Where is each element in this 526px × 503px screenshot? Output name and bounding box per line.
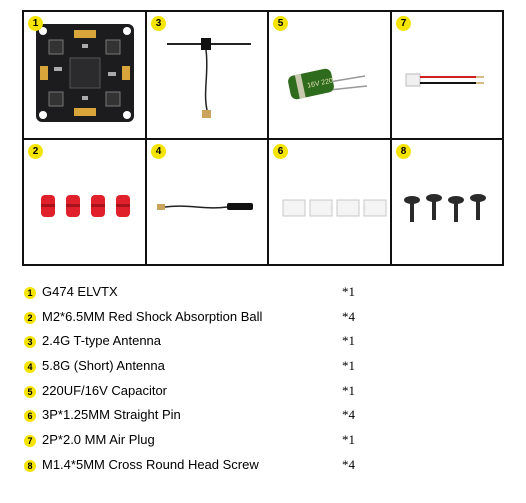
- item-name: 3P*1.25MM Straight Pin: [42, 407, 181, 423]
- list-item: 5 220UF/16V Capacitor *1: [22, 381, 382, 406]
- list-item: 7 2P*2.0 MM Air Plug *1: [22, 430, 382, 455]
- parts-grid: 1 3 5: [22, 10, 504, 266]
- cell-straight-pins: 6: [269, 140, 390, 266]
- badge: 7: [396, 16, 411, 31]
- item-name: M2*6.5MM Red Shock Absorption Ball: [42, 308, 263, 324]
- straight-pins-image: [282, 199, 387, 217]
- screws-image: [404, 194, 486, 222]
- air-plug-image: [405, 73, 484, 87]
- item-name: G474 ELVTX: [42, 284, 118, 299]
- item-name: M1.4*5MM Cross Round Head Screw: [42, 456, 259, 472]
- item-quantity: *1: [342, 382, 355, 398]
- item-number-badge: 6: [24, 410, 36, 423]
- cell-screws: 8: [392, 140, 513, 266]
- badge: 1: [28, 16, 43, 31]
- list-item: 6 3P*1.25MM Straight Pin *4: [22, 405, 382, 430]
- grid-divider: [24, 138, 502, 140]
- capacitor-image: 16V 220: [288, 68, 368, 100]
- item-number-badge: 4: [24, 361, 36, 374]
- badge: 3: [151, 16, 166, 31]
- badge: 6: [273, 144, 288, 159]
- item-number-badge: 8: [24, 459, 36, 472]
- item-number-badge: 1: [24, 287, 36, 299]
- item-name: 220UF/16V Capacitor: [42, 382, 168, 398]
- cell-shock-balls: 2: [24, 140, 145, 266]
- item-quantity: *4: [342, 456, 355, 472]
- badge: 8: [396, 144, 411, 159]
- item-name: 2P*2.0 MM Air Plug: [42, 432, 155, 448]
- item-quantity: *4: [342, 308, 355, 324]
- badge: 4: [151, 144, 166, 159]
- item-number-badge: 2: [24, 311, 36, 324]
- cell-board: 1: [24, 12, 145, 138]
- shock-balls-image: [41, 195, 130, 217]
- cell-air-plug: 7: [392, 12, 513, 138]
- item-number-badge: 5: [24, 385, 36, 398]
- item-quantity: *1: [342, 333, 355, 349]
- item-name: 2.4G T-type Antenna: [42, 333, 162, 349]
- list-item: 2 M2*6.5MM Red Shock Absorption Ball *4: [22, 307, 382, 332]
- badge: 5: [273, 16, 288, 31]
- list-item: 8 M1.4*5MM Cross Round Head Screw *4: [22, 455, 382, 480]
- cell-short-antenna: 4: [147, 140, 268, 266]
- flight-controller-board-image: [36, 24, 134, 122]
- list-item: 4 5.8G (Short) Antenna *1: [22, 356, 382, 381]
- item-name: 5.8G (Short) Antenna: [42, 358, 165, 374]
- list-item: 1 G474 ELVTX *1: [22, 282, 382, 307]
- item-quantity: *1: [342, 432, 355, 448]
- item-quantity: *1: [342, 284, 355, 299]
- item-quantity: *1: [342, 358, 355, 374]
- short-antenna-image: [157, 203, 253, 210]
- item-quantity: *4: [342, 407, 355, 423]
- badge: 2: [28, 144, 43, 159]
- item-number-badge: 7: [24, 435, 36, 448]
- t-antenna-image: [167, 38, 251, 118]
- cell-t-antenna: 3: [147, 12, 268, 138]
- parts-list: 1 G474 ELVTX *1 2 M2*6.5MM Red Shock Abs…: [22, 282, 382, 480]
- item-number-badge: 3: [24, 336, 36, 349]
- cell-capacitor: 5 16V 220: [269, 12, 390, 138]
- list-item: 3 2.4G T-type Antenna *1: [22, 331, 382, 356]
